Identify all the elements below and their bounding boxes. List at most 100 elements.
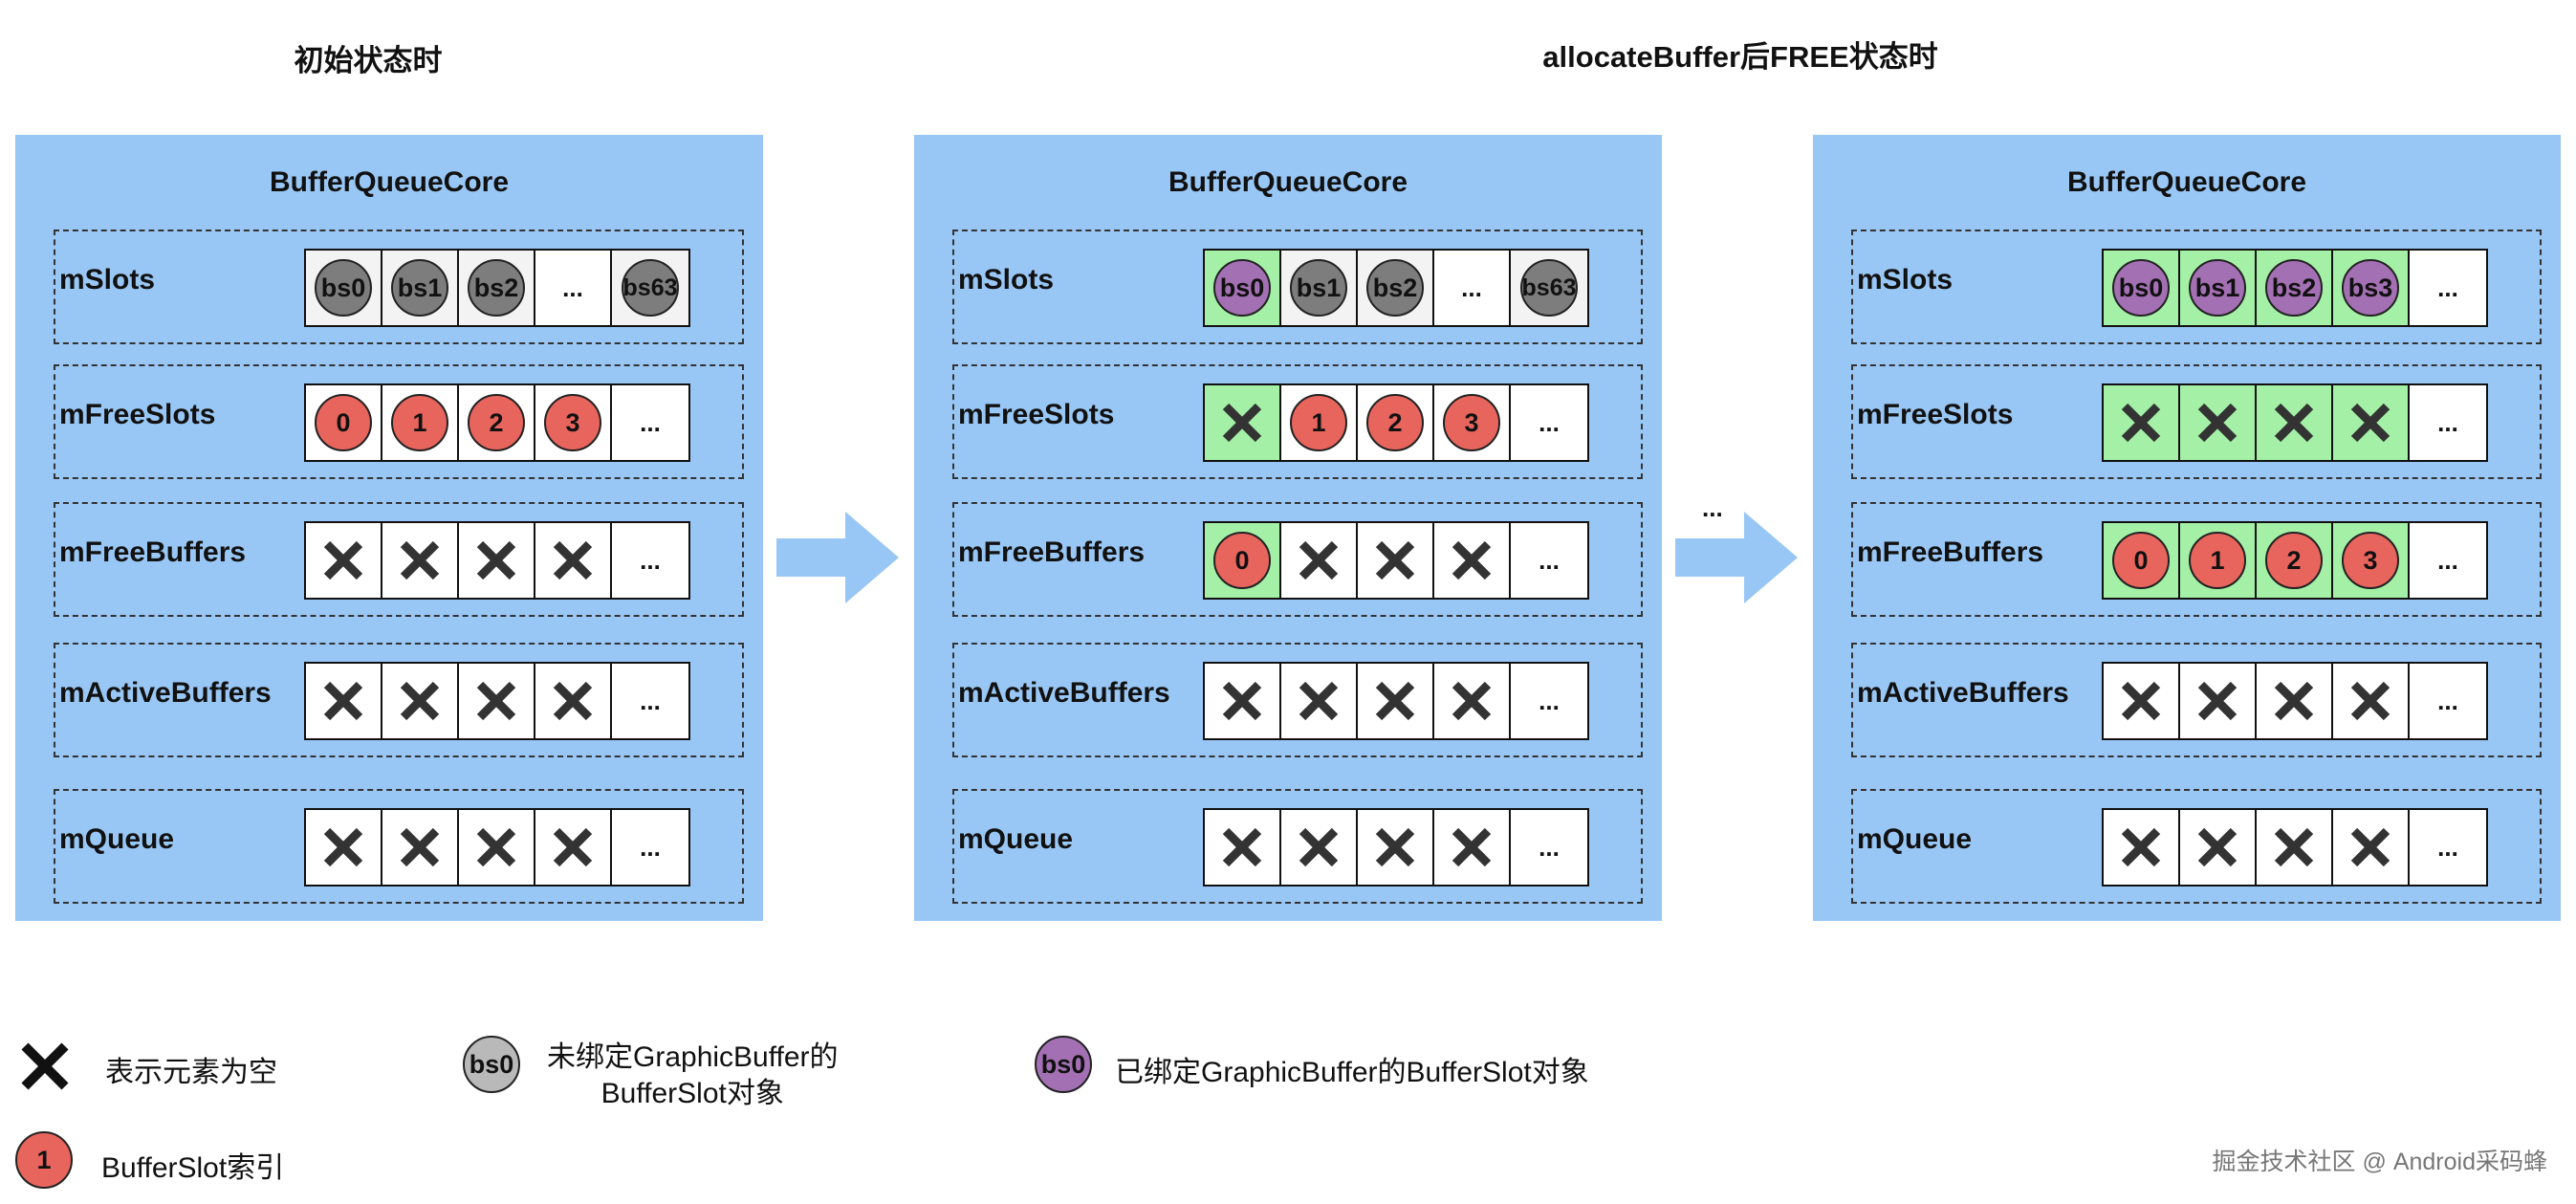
slot-cell: 3 bbox=[1434, 385, 1511, 460]
slot-cell bbox=[2333, 810, 2410, 885]
field-label: mQueue bbox=[958, 823, 1074, 855]
field-label: mQueue bbox=[1857, 823, 1973, 855]
slot-cell: ... bbox=[612, 664, 688, 738]
x-mark-icon bbox=[2274, 681, 2314, 721]
field-row-mactivebuffers: mActiveBuffers... bbox=[54, 643, 744, 757]
slot-cell bbox=[2257, 810, 2333, 885]
slot-cell bbox=[1358, 523, 1434, 598]
slot-cell: bs63 bbox=[612, 251, 688, 325]
field-label: mFreeSlots bbox=[59, 399, 216, 430]
slot-cell bbox=[1205, 810, 1281, 885]
slot-cell: 1 bbox=[2180, 523, 2257, 598]
x-mark-icon bbox=[2197, 827, 2238, 867]
slot-cell bbox=[306, 810, 382, 885]
slot-cell bbox=[459, 810, 535, 885]
legend-empty-text: 表示元素为空 bbox=[105, 1057, 277, 1088]
slot-cell: ... bbox=[1434, 251, 1511, 325]
slot-cell: bs0 bbox=[306, 251, 382, 325]
slot-cell bbox=[1434, 664, 1511, 738]
field-row-mqueue: mQueue... bbox=[54, 789, 744, 904]
slot-cell: ... bbox=[1511, 810, 1587, 885]
slot-index-circle: 3 bbox=[2342, 532, 2399, 589]
slot-cell bbox=[306, 664, 382, 738]
x-mark-icon bbox=[1299, 827, 1339, 867]
slot-cell: ... bbox=[2410, 664, 2486, 738]
slot-cell bbox=[1205, 664, 1281, 738]
slot-cell: ... bbox=[2410, 251, 2486, 325]
x-mark-icon bbox=[1452, 540, 1492, 580]
slot-cell bbox=[1281, 664, 1358, 738]
slot-cell: ... bbox=[612, 523, 688, 598]
slot-cell: ... bbox=[2410, 810, 2486, 885]
slot-cell: bs2 bbox=[2257, 251, 2333, 325]
slot-cell bbox=[2333, 664, 2410, 738]
field-row-mactivebuffers: mActiveBuffers... bbox=[952, 643, 1643, 757]
slot-cell: ... bbox=[1511, 385, 1587, 460]
legend-index-circle: 1 bbox=[15, 1131, 73, 1189]
x-mark-icon bbox=[553, 681, 593, 721]
ellipsis-text: ... bbox=[1539, 545, 1560, 575]
ellipsis-text: ... bbox=[2437, 545, 2458, 575]
right-arrow-icon bbox=[1675, 512, 1798, 603]
x-mark-icon bbox=[1375, 540, 1415, 580]
slot-cell bbox=[2104, 664, 2180, 738]
x-mark-icon bbox=[400, 681, 440, 721]
slot-array: ... bbox=[304, 808, 690, 887]
x-mark-icon bbox=[2121, 681, 2161, 721]
field-label: mFreeBuffers bbox=[1857, 536, 2044, 568]
slot-cell bbox=[535, 810, 612, 885]
slot-cell bbox=[382, 664, 459, 738]
slot-cell: bs1 bbox=[382, 251, 459, 325]
field-label: mActiveBuffers bbox=[1857, 677, 2069, 709]
slot-array: ... bbox=[2102, 662, 2488, 740]
ellipsis-text: ... bbox=[2437, 686, 2458, 715]
panel-title: BufferQueueCore bbox=[1168, 166, 1408, 198]
x-mark-icon bbox=[2197, 403, 2238, 443]
legend-bound-text: 已绑定GraphicBuffer的BufferSlot对象 bbox=[1115, 1057, 1589, 1088]
x-mark-icon bbox=[476, 681, 516, 721]
slot-cell: 0 bbox=[2104, 523, 2180, 598]
brand-watermark: 掘金技术社区 @ Android采码蜂 bbox=[2212, 1149, 2547, 1175]
slot-cell bbox=[2180, 664, 2257, 738]
x-mark-icon bbox=[2121, 403, 2161, 443]
unbound-buffer-slot-circle: bs2 bbox=[1366, 259, 1424, 317]
slot-cell: ... bbox=[2410, 523, 2486, 598]
ellipsis-text: ... bbox=[1539, 832, 1560, 862]
x-mark-icon bbox=[553, 540, 593, 580]
panel-title: BufferQueueCore bbox=[2066, 166, 2307, 198]
x-mark-icon bbox=[1299, 681, 1339, 721]
x-mark-icon bbox=[1452, 827, 1492, 867]
slot-cell: bs0 bbox=[2104, 251, 2180, 325]
unbound-buffer-slot-circle: bs1 bbox=[391, 259, 448, 317]
slot-index-circle: 3 bbox=[1443, 394, 1500, 451]
ellipsis-text: ... bbox=[2437, 832, 2458, 862]
slot-cell bbox=[306, 523, 382, 598]
x-mark-icon bbox=[2350, 681, 2390, 721]
unbound-buffer-slot-circle: bs63 bbox=[1520, 259, 1578, 317]
x-mark-icon bbox=[21, 1042, 69, 1090]
slot-cell bbox=[1434, 523, 1511, 598]
slot-index-circle: 2 bbox=[1366, 394, 1424, 451]
slot-cell: 0 bbox=[1205, 523, 1281, 598]
field-row-mqueue: mQueue... bbox=[1851, 789, 2542, 904]
slot-cell bbox=[459, 664, 535, 738]
slot-index-circle: 1 bbox=[391, 394, 448, 451]
field-row-mactivebuffers: mActiveBuffers... bbox=[1851, 643, 2542, 757]
right-arrow-icon bbox=[776, 512, 899, 603]
legend-bound-circle: bs0 bbox=[1035, 1036, 1092, 1093]
slot-cell bbox=[382, 810, 459, 885]
slot-array: 0... bbox=[1203, 521, 1589, 600]
slot-cell: 3 bbox=[535, 385, 612, 460]
slot-index-circle: 3 bbox=[544, 394, 601, 451]
slot-index-circle: 0 bbox=[2112, 532, 2170, 589]
slot-index-circle: 1 bbox=[2189, 532, 2246, 589]
field-label: mActiveBuffers bbox=[958, 677, 1170, 709]
slot-cell: 2 bbox=[459, 385, 535, 460]
slot-cell bbox=[2257, 385, 2333, 460]
